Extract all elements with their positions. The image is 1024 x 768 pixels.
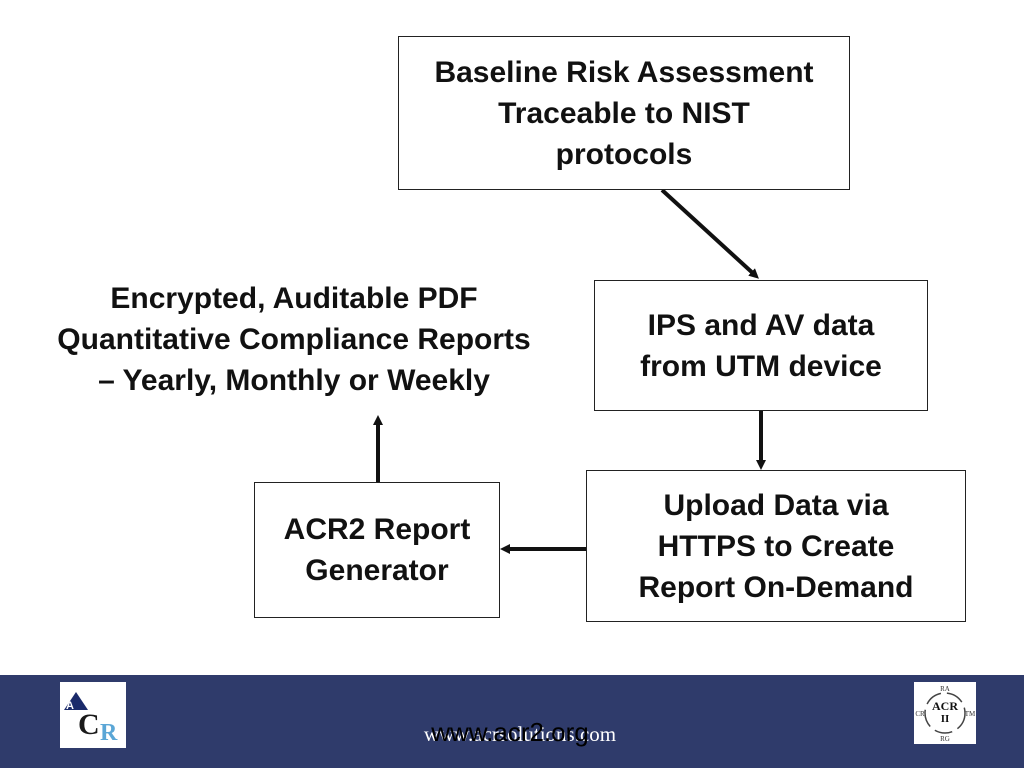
upload-line-2: HTTPS to Create (657, 529, 895, 563)
baseline-risk-assessment-box: Baseline Risk Assessment Traceable to NI… (398, 36, 850, 190)
generator-line-2: Generator (305, 554, 449, 587)
footer-bar (0, 675, 1024, 768)
generator-line-1: ACR2 Report (283, 513, 471, 546)
output-reports-text: Encrypted, Auditable PDF Quantitative Co… (14, 278, 574, 401)
acr-ii-logo-tm: TM (965, 710, 976, 718)
footer-url-acr2[interactable]: www.acr2.org (431, 717, 589, 747)
arrow-baseline-to-ips (660, 188, 759, 279)
upload-line-1: Upload Data via (663, 488, 889, 522)
acr-ii-logo-icon: ACR II RA TM RG CR (914, 682, 976, 744)
upload-line-3: Report On-Demand (638, 570, 914, 604)
acr-logo-icon: C R A (60, 682, 126, 748)
acr-logo-letter-a: A (66, 700, 74, 712)
upload-data-box: Upload Data via HTTPS to Create Report O… (586, 470, 966, 622)
ips-av-data-box: IPS and AV data from UTM device (594, 280, 928, 411)
report-generator-box: ACR2 Report Generator (254, 482, 500, 618)
output-line-1: Encrypted, Auditable PDF (110, 282, 478, 315)
acr-ii-logo-ra: RA (940, 685, 950, 693)
acr-logo-letter-r: R (100, 720, 118, 746)
acr-ii-logo-rg: RG (940, 735, 950, 743)
acr-ii-logo-numeral: II (941, 713, 950, 725)
ips-line-1: IPS and AV data (647, 308, 875, 342)
footer-url-acrsolutions[interactable]: www.acrsolutions.com (423, 722, 617, 746)
acr-ii-logo-acr: ACR (932, 699, 958, 713)
output-line-2: Quantitative Compliance Reports (57, 323, 531, 356)
baseline-line-3: protocols (555, 137, 693, 171)
output-line-3: – Yearly, Monthly or Weekly (98, 364, 490, 397)
baseline-line-2: Traceable to NIST (498, 96, 750, 130)
ips-line-2: from UTM device (640, 349, 882, 383)
baseline-line-1: Baseline Risk Assessment (434, 55, 814, 89)
acr-logo-letter-c: C (78, 708, 100, 741)
acr-ii-logo-cr: CR (915, 710, 925, 718)
